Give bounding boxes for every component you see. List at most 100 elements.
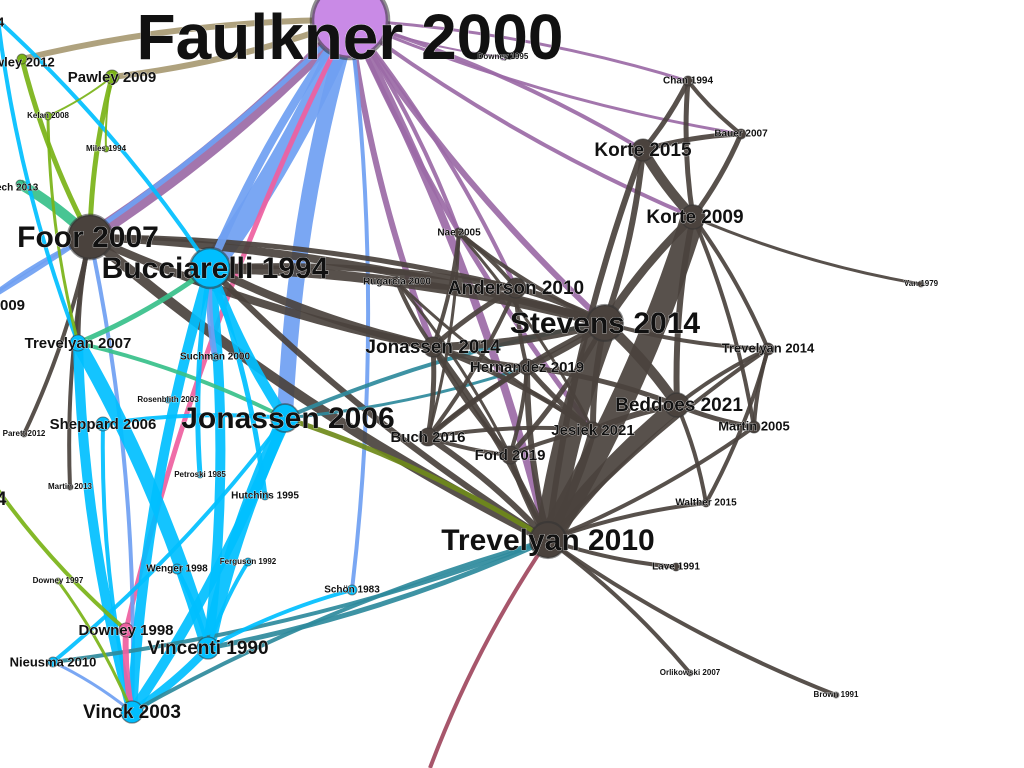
label-suchman2000: Suchman 2000 <box>180 352 250 363</box>
node-rugarcia2000[interactable] <box>391 276 403 288</box>
node-walther2015[interactable] <box>701 498 711 508</box>
node-jesiek2021[interactable] <box>584 421 602 439</box>
edge-buch2016-jesiek2021 <box>427 425 594 439</box>
label-jonassen2014: Jonassen 2014 <box>365 337 501 358</box>
node-hutchins1995[interactable] <box>260 491 270 501</box>
edge-ford2019-rugarcia2000 <box>395 281 512 456</box>
node-chan1994[interactable] <box>682 75 694 87</box>
node-layer <box>15 0 925 724</box>
node-parett2012[interactable] <box>20 430 28 438</box>
label-jonassen2006: Jonassen 2006 <box>181 402 394 435</box>
node-suchman2000[interactable] <box>210 352 220 362</box>
edge-korte2009-van1979 <box>692 215 922 286</box>
label-nae2005: Nae 2005 <box>437 228 481 239</box>
label-parett2012: Parett 2012 <box>3 429 46 438</box>
edge-stevens2014-trevelyan2014 <box>604 321 769 351</box>
label-kelan2008: Kelan 2008 <box>27 111 69 120</box>
label-chan1994: Chan 1994 <box>663 76 713 87</box>
label-bauer2007: Bauer 2007 <box>714 129 768 140</box>
edge-korte2009-martin2005 <box>691 216 756 428</box>
label-martin2005: Martin 2005 <box>718 418 790 433</box>
node-vincenti1990[interactable] <box>196 636 220 660</box>
node-faulkner2000[interactable] <box>309 0 391 61</box>
node-buch2016[interactable] <box>418 427 438 447</box>
node-trevelyan2007[interactable] <box>69 334 87 352</box>
edge-korte2009-beddoes2021 <box>673 216 696 406</box>
label-vinck2003: Vinck 2003 <box>83 702 181 723</box>
node-miles1994[interactable] <box>102 145 110 153</box>
label-buch2016: Buch 2016 <box>390 429 465 446</box>
edge-anderson2010-buch2016 <box>426 287 518 439</box>
edge-korte2009-chan1994 <box>683 80 696 218</box>
edge-jonassen2006-trevelyan2007 <box>77 341 286 420</box>
node-trevelyan2010[interactable] <box>528 520 568 560</box>
edge-jonassen2006-vinck2003 <box>127 416 290 715</box>
node-kelan2008[interactable] <box>43 111 53 121</box>
edge-trevelyan2010-martin2005 <box>547 425 756 542</box>
node-beddoes2021[interactable] <box>664 392 690 418</box>
label-downey1998: Downey 1998 <box>78 622 173 639</box>
node-downey1997[interactable] <box>54 577 62 585</box>
node-jonassen2014[interactable] <box>422 336 444 358</box>
edge-faulkner2000-jonassen2006 <box>277 17 358 419</box>
node-sheppard2006[interactable] <box>95 416 111 432</box>
label-hernandez2019: Hernandez 2019 <box>470 359 584 376</box>
edge-downey1998-edge4a <box>0 489 128 632</box>
node-trevelyan2014[interactable] <box>761 342 775 356</box>
label-foor2007: Foor 2007 <box>17 221 159 254</box>
edge-faulkner2000-wley2012 <box>21 16 351 62</box>
edge-bucciarelli1994-hutchins1995 <box>207 267 268 497</box>
edge-jesiek2021-rugarcia2000 <box>395 280 594 432</box>
node-hernandez2019[interactable] <box>518 358 536 376</box>
node-van1979[interactable] <box>917 280 925 288</box>
node-downey1998[interactable] <box>118 622 134 638</box>
node-petroski1985[interactable] <box>196 471 204 479</box>
node-ford2019[interactable] <box>500 445 520 465</box>
node-rosenbluth2003[interactable] <box>164 396 172 404</box>
node-brown1991[interactable] <box>832 691 840 699</box>
label-vincenti1990: Vincenti 1990 <box>147 638 268 659</box>
node-lave1991[interactable] <box>671 562 681 572</box>
edge-chan1994-bauer2007 <box>686 79 743 136</box>
node-ech2013[interactable] <box>15 179 25 189</box>
node-bauer2007[interactable] <box>735 128 747 140</box>
node-bucciarelli1994[interactable] <box>188 246 232 290</box>
edge-trevelyan2010-edge9bottom <box>428 538 550 768</box>
label-downey1997: Downey 1997 <box>33 576 84 585</box>
edge-bucciarelli1994-trevelyan2010 <box>207 265 550 543</box>
node-wley2012[interactable] <box>16 53 28 65</box>
node-downey1995[interactable] <box>499 53 507 61</box>
node-martin2005[interactable] <box>747 420 761 434</box>
node-nae2005[interactable] <box>453 227 465 239</box>
edge-hernandez2019-beddoes2021 <box>526 364 678 408</box>
edge-faulkner2000-edge009 <box>0 18 352 295</box>
label-martin2013: Martin 2013 <box>48 482 93 491</box>
edge-vinck2003-downey1997 <box>56 580 134 713</box>
label-brown1991: Brown 1991 <box>814 690 859 699</box>
edge-faulkner2000-schon1983 <box>348 19 371 591</box>
edge-vincenti1990-schon1983 <box>207 588 353 650</box>
label-rugarcia2000: Rugarcia 2000 <box>363 277 431 288</box>
label-nieusma2010: Nieusma 2010 <box>10 654 97 669</box>
node-schon1983[interactable] <box>346 584 358 596</box>
node-foor2007[interactable] <box>66 213 114 261</box>
edge-korte2009-trevelyan2014 <box>691 215 770 350</box>
label-orlikowski2007: Orlikowski 2007 <box>660 668 721 677</box>
node-anderson2010[interactable] <box>505 277 527 299</box>
node-wenger1998[interactable] <box>171 563 183 575</box>
node-korte2015[interactable] <box>631 138 655 162</box>
label-edge4b: 4 <box>0 14 5 29</box>
label-ford2019: Ford 2019 <box>475 447 546 464</box>
node-korte2009[interactable] <box>680 204 706 230</box>
node-stevens2014[interactable] <box>585 303 625 343</box>
label-anderson2010: Anderson 2010 <box>448 278 584 299</box>
node-nieusma2010[interactable] <box>47 656 59 668</box>
node-jonassen2006[interactable] <box>270 403 300 433</box>
edge-stevens2014-korte2015 <box>602 149 646 324</box>
node-orlikowski2007[interactable] <box>686 669 694 677</box>
node-pawley2009[interactable] <box>104 69 120 85</box>
node-ferguson1992[interactable] <box>243 557 253 567</box>
node-vinck2003[interactable] <box>120 700 144 724</box>
edge-trevelyan2007-vinck2003 <box>73 342 137 714</box>
node-martin2013[interactable] <box>66 483 74 491</box>
